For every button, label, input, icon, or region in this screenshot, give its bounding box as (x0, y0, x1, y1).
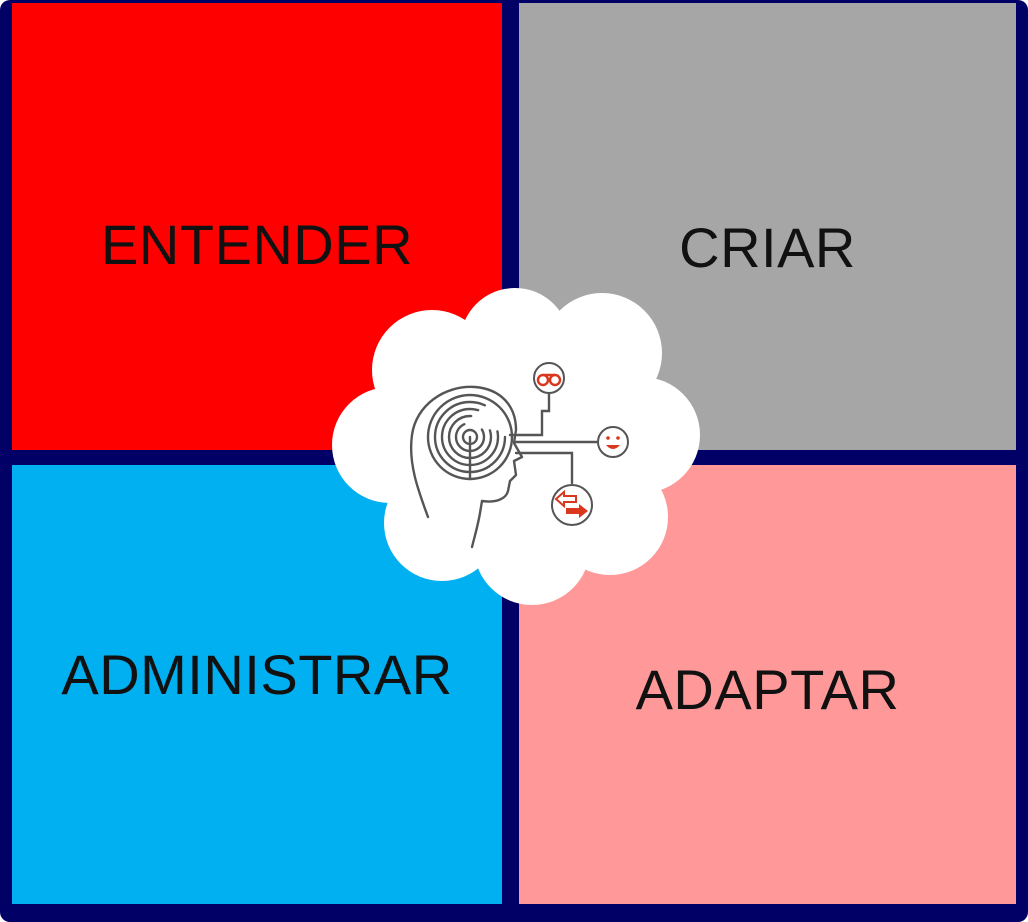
binoculars-icon (533, 362, 565, 394)
branch-lines (508, 391, 600, 485)
quadrant-label-adaptar: ADAPTAR (635, 658, 900, 721)
smiley-icon (597, 426, 629, 458)
center-cloud (332, 288, 700, 605)
quadrant-administrar: ADMINISTRAR (12, 465, 502, 904)
head-maze-icon (409, 385, 524, 549)
arrows-icon (551, 484, 593, 526)
quadrant-label-criar: CRIAR (679, 216, 856, 279)
quadrant-label-entender: ENTENDER (100, 213, 414, 276)
quadrant-label-administrar: ADMINISTRAR (61, 643, 453, 706)
